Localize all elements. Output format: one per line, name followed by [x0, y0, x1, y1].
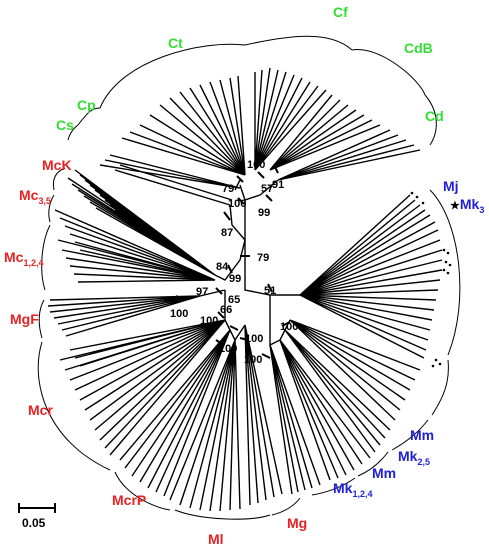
bootstrap-99: 99: [258, 207, 270, 219]
clade-label-mcrp: McrP: [112, 492, 146, 508]
scale-bar: 0.05: [18, 503, 56, 530]
clade-label-mc124: Mc1,2,4: [4, 249, 43, 268]
clade-label-mk25-main: Mk: [398, 448, 418, 464]
bootstrap-65: 65: [228, 294, 240, 306]
bootstrap-57: 57: [261, 183, 273, 195]
clade-label-mk3-main: Mk: [460, 196, 480, 212]
bootstrap-51: 51: [264, 285, 276, 297]
clade-label-mk25: Mk2,5: [398, 448, 430, 467]
clade-label-mk124-main: Mk: [333, 480, 353, 496]
branches-left-upper: [47, 169, 246, 337]
bootstrap-100: 100: [219, 343, 237, 355]
bootstrap-100: 100: [228, 198, 246, 210]
clade-label-mc35: Mc3,5: [19, 187, 51, 206]
clade-brackets: [37, 35, 461, 520]
clade-label-cdb: CdB: [404, 40, 433, 56]
clade-label-cs: Cs: [56, 117, 74, 133]
clade-label-mck: McK: [42, 157, 72, 173]
bootstrap-99: 99: [229, 273, 241, 285]
clade-label-cp: Cp: [77, 97, 96, 113]
clade-label-mk25-sub: 2,5: [417, 457, 430, 467]
clade-label-mm-lower: Mm: [372, 465, 396, 481]
clade-label-mc35-main: Mc: [19, 187, 39, 203]
clade-label-ct: Ct: [168, 35, 183, 51]
clade-label-mgf: MgF: [10, 311, 39, 327]
clade-label-mk124-sub: 1,2,4: [352, 489, 372, 499]
clade-label-mc124-sub: 1,2,4: [23, 258, 43, 268]
bootstrap-66: 66: [220, 304, 232, 316]
clade-label-cd: Cd: [425, 108, 444, 124]
clade-label-mk3-sub: 3: [479, 205, 484, 215]
clade-label-mc35-sub: 3,5: [38, 196, 51, 206]
branches-upper: [99, 67, 421, 241]
clade-label-mj: Mj: [443, 178, 459, 194]
bootstrap-ticks: [175, 164, 291, 359]
clade-label-mg: Mg: [287, 515, 307, 531]
bootstrap-91: 91: [272, 179, 284, 191]
clade-label-mc124-main: Mc: [4, 249, 24, 265]
clade-label-mk124: Mk1,2,4: [333, 480, 372, 499]
bootstrap-100: 100: [200, 315, 218, 327]
clade-label-cf: Cf: [333, 4, 348, 20]
clade-label-mcr: Mcr: [28, 402, 53, 418]
branches-left-lower: [59, 290, 283, 512]
scale-bar-label: 0.05: [22, 516, 46, 530]
bootstrap-100: 100: [245, 333, 263, 345]
bootstrap-100: 100: [247, 159, 265, 171]
bootstrap-100: 100: [170, 308, 188, 320]
clade-label-ml: Ml: [208, 531, 224, 547]
clade-label-mm-upper: Mm: [410, 427, 434, 443]
bootstrap-87: 87: [221, 227, 233, 239]
mk3-dots: [410, 191, 452, 368]
bootstrap-84: 84: [216, 261, 229, 273]
branches-right: [244, 194, 443, 495]
bootstrap-97: 97: [196, 286, 208, 298]
star-icon: ★: [450, 200, 460, 212]
bootstrap-100: 100: [280, 321, 298, 333]
bootstrap-100: 100: [244, 354, 262, 366]
bootstrap-79: 79: [222, 183, 234, 195]
clade-label-mk3: ★Mk3: [450, 196, 484, 215]
bootstrap-79: 79: [257, 252, 269, 264]
